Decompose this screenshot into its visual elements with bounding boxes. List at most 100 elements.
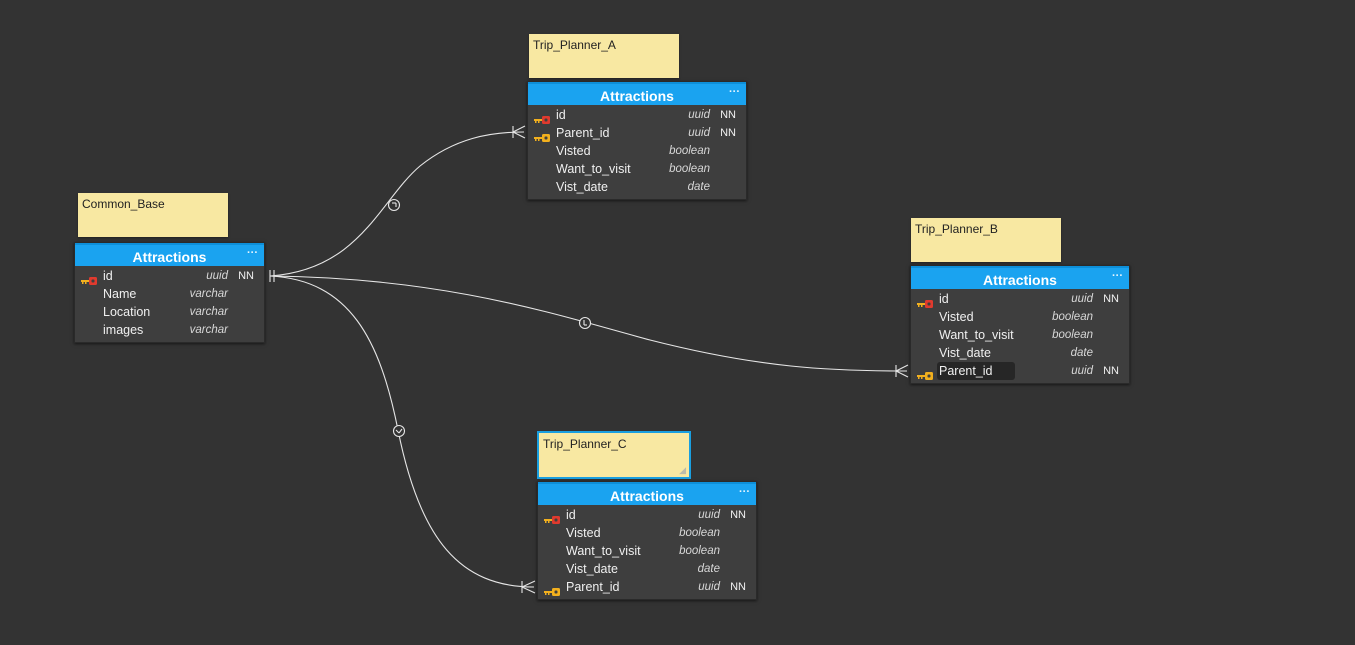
table-header[interactable]: Attractions ··· <box>528 82 746 105</box>
column-name: Visted <box>939 310 974 324</box>
table-header[interactable]: Attractions ··· <box>75 243 264 266</box>
many-marker-b <box>895 364 909 378</box>
column-type: date <box>697 563 720 575</box>
relationship-line-c <box>269 275 535 588</box>
primary-key-icon <box>81 272 97 285</box>
note-trip-planner-c[interactable]: Trip_Planner_C ◢ <box>537 431 691 479</box>
column-name: id <box>556 108 566 122</box>
optional-marker-b <box>578 316 592 330</box>
column-name: Location <box>103 305 151 319</box>
table-header[interactable]: Attractions ··· <box>538 482 756 505</box>
column-name: Want_to_visit <box>556 162 631 176</box>
table-menu-icon[interactable]: ··· <box>729 86 740 98</box>
column-type: uuid <box>688 127 710 139</box>
foreign-key-icon <box>544 583 560 596</box>
many-marker-c <box>521 580 536 594</box>
relationship-line-a <box>269 131 525 277</box>
column-type: boolean <box>679 527 720 539</box>
column-name: id <box>103 269 113 283</box>
column-row-want-to-visit[interactable]: Want_to_visit boolean <box>538 542 756 560</box>
resize-handle-icon[interactable]: ◢ <box>679 465 686 475</box>
note-label: Trip_Planner_A <box>533 38 616 52</box>
column-name: Name <box>103 287 137 301</box>
table-menu-icon[interactable]: ··· <box>247 247 258 259</box>
note-label: Trip_Planner_C <box>543 437 627 451</box>
optional-marker-c <box>392 424 406 438</box>
column-type: uuid <box>1071 365 1093 377</box>
column-name: Vist_date <box>556 180 608 194</box>
column-type: date <box>687 181 710 193</box>
table-title: Attractions <box>132 249 207 265</box>
many-marker-a <box>512 125 526 139</box>
column-row-name[interactable]: Name varchar <box>75 285 264 303</box>
column-type: boolean <box>669 163 710 175</box>
primary-key-icon <box>534 111 550 124</box>
column-type: boolean <box>679 545 720 557</box>
column-row-want-to-visit[interactable]: Want_to_visit boolean <box>528 160 746 178</box>
not-null-flag: NN <box>238 270 254 282</box>
column-row-id[interactable]: id uuid NN <box>538 506 756 524</box>
column-name: Parent_id <box>937 362 1015 380</box>
not-null-flag: NN <box>730 509 746 521</box>
table-header[interactable]: Attractions ··· <box>911 266 1129 289</box>
foreign-key-icon <box>534 129 550 142</box>
primary-key-icon <box>917 295 933 308</box>
column-type: uuid <box>698 581 720 593</box>
column-row-vist-date[interactable]: Vist_date date <box>528 178 746 196</box>
optional-marker-a <box>387 198 401 212</box>
column-name: Visted <box>566 526 601 540</box>
not-null-flag: NN <box>730 581 746 593</box>
column-type: uuid <box>698 509 720 521</box>
column-row-parent-id[interactable]: Parent_id uuid NN <box>528 124 746 142</box>
column-name: id <box>566 508 576 522</box>
not-null-flag: NN <box>1103 293 1119 305</box>
column-row-id[interactable]: id uuid NN <box>75 267 264 285</box>
primary-key-icon <box>544 511 560 524</box>
column-row-parent-id[interactable]: Parent_id uuid NN <box>538 578 756 596</box>
column-row-vist-date[interactable]: Vist_date date <box>538 560 756 578</box>
note-trip-planner-a[interactable]: Trip_Planner_A <box>529 34 679 78</box>
column-row-visted[interactable]: Visted boolean <box>528 142 746 160</box>
column-row-location[interactable]: Location varchar <box>75 303 264 321</box>
column-type: boolean <box>669 145 710 157</box>
column-name: Parent_id <box>556 126 610 140</box>
not-null-flag: NN <box>720 109 736 121</box>
column-type: uuid <box>206 270 228 282</box>
table-menu-icon[interactable]: ··· <box>1112 270 1123 282</box>
table-title: Attractions <box>600 88 674 104</box>
table-title: Attractions <box>983 272 1057 288</box>
column-name: Vist_date <box>566 562 618 576</box>
column-type: uuid <box>1071 293 1093 305</box>
column-name: Visted <box>556 144 591 158</box>
column-name: Want_to_visit <box>566 544 641 558</box>
column-name: images <box>103 323 144 337</box>
column-row-visted[interactable]: Visted boolean <box>538 524 756 542</box>
column-type: varchar <box>189 288 228 300</box>
note-trip-planner-b[interactable]: Trip_Planner_B <box>911 218 1061 262</box>
column-type: varchar <box>189 306 228 318</box>
column-name: Vist_date <box>939 346 991 360</box>
table-menu-icon[interactable]: ··· <box>739 486 750 498</box>
column-name: Parent_id <box>566 580 620 594</box>
not-null-flag: NN <box>1103 365 1119 377</box>
column-row-parent-id[interactable]: Parent_id uuid NN <box>911 362 1129 380</box>
not-null-flag: NN <box>720 127 736 139</box>
note-common-base[interactable]: Common_Base <box>78 193 228 237</box>
column-type: boolean <box>1052 329 1093 341</box>
one-cardinality-marker <box>269 270 275 282</box>
